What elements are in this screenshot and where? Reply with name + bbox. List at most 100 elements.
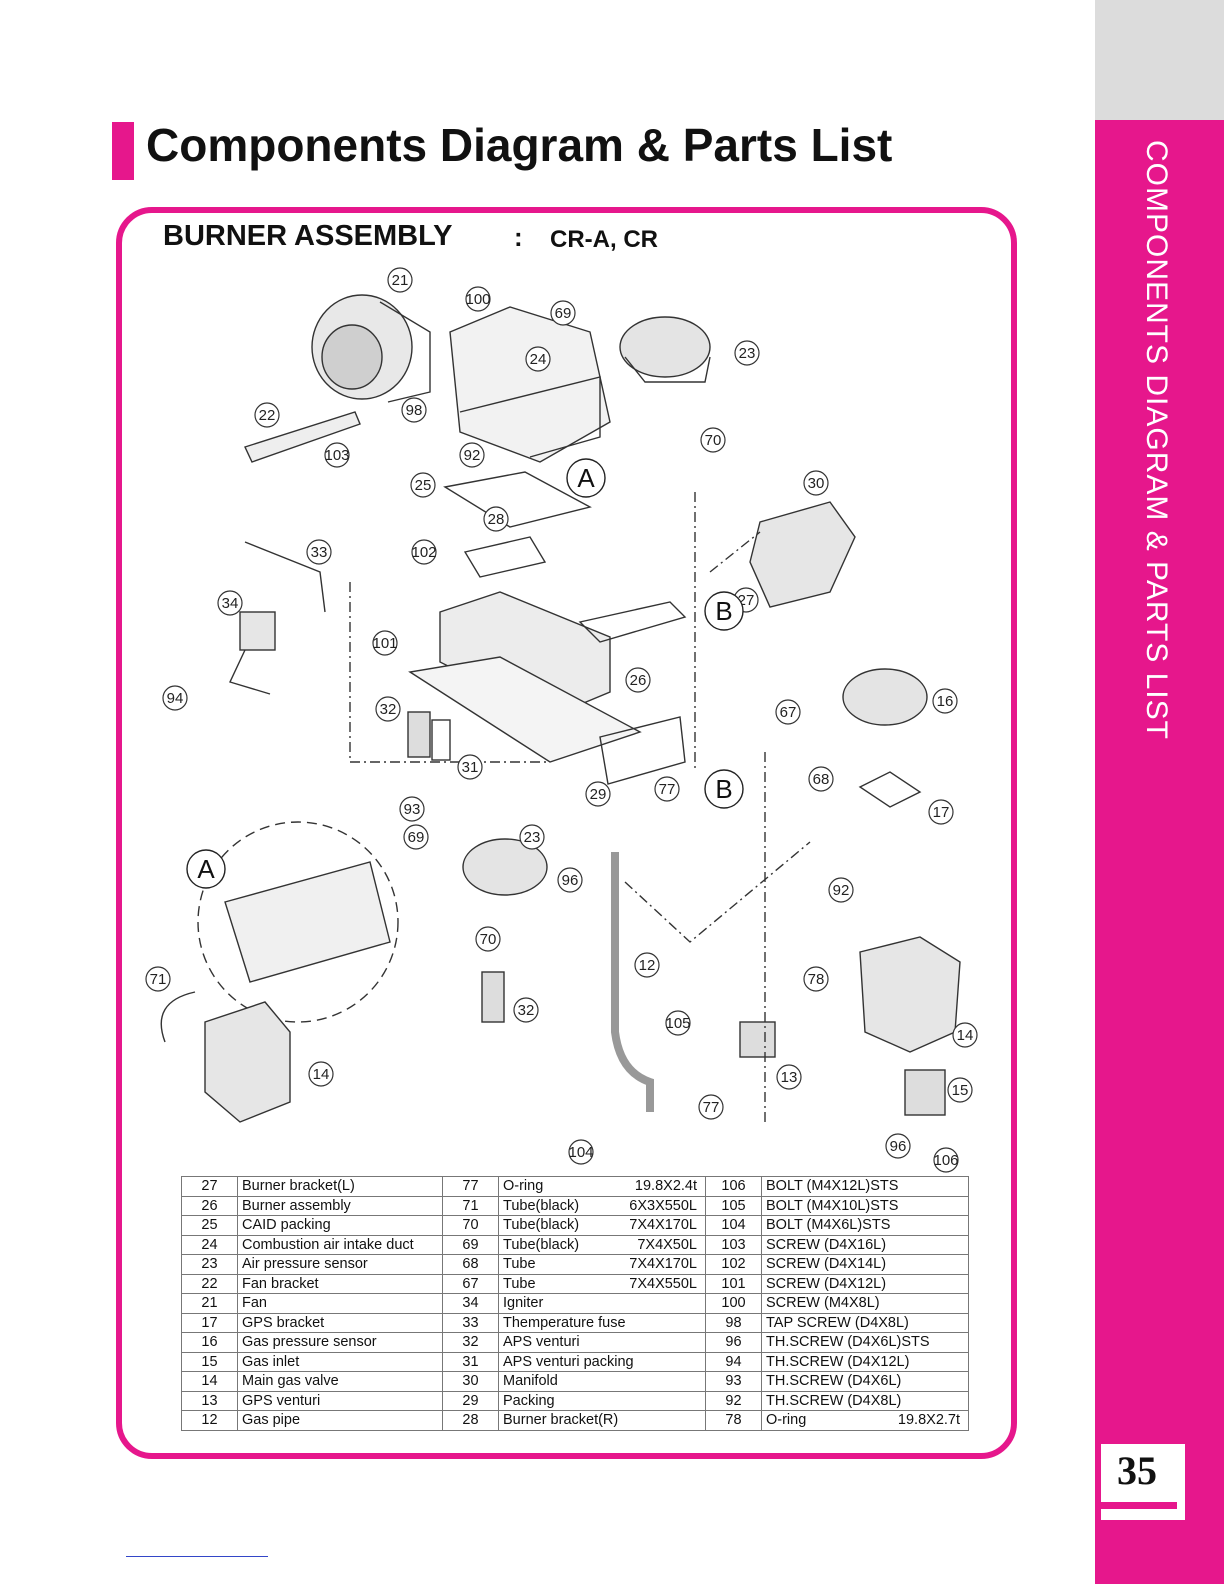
callout-label: 100 <box>465 291 490 308</box>
callout-label: 24 <box>530 351 547 368</box>
callout-70: 70 <box>475 926 501 952</box>
part-name: APS venturi packing <box>503 1353 634 1370</box>
page-title: Components Diagram & Parts List <box>146 119 893 171</box>
burner-bracket-l-drawing <box>578 601 687 643</box>
callout-28: 28 <box>483 506 509 532</box>
part-name: Burner bracket(R) <box>503 1412 619 1429</box>
callout-13: 13 <box>776 1064 802 1090</box>
callout-label: 105 <box>665 1015 690 1032</box>
part-number: 69 <box>442 1234 499 1255</box>
callout-label: 28 <box>488 511 505 528</box>
part-description: TH.SCREW (D4X8L) <box>761 1390 969 1411</box>
callout-label: 96 <box>562 872 579 889</box>
part-name: Air pressure sensor <box>242 1256 368 1273</box>
callout-67: 67 <box>775 699 801 725</box>
part-name: Fan <box>242 1295 267 1312</box>
side-label: COMPONENTS DIAGRAM & PARTS LIST <box>1140 140 1173 740</box>
part-number: 27 <box>181 1176 238 1197</box>
part-number: 28 <box>442 1410 499 1431</box>
part-name: Manifold <box>503 1373 558 1390</box>
callout-33: 33 <box>306 539 332 565</box>
part-number: 103 <box>705 1234 762 1255</box>
part-description: Manifold <box>498 1371 706 1392</box>
duct-frame-drawing <box>459 376 601 458</box>
part-name: Tube(black) <box>503 1217 580 1234</box>
fan-inlet-drawing <box>321 324 383 390</box>
detail-marker-label: B <box>715 774 732 804</box>
callout-label: 23 <box>739 345 756 362</box>
part-name: APS venturi <box>503 1334 580 1351</box>
part-name: CAID packing <box>242 1217 331 1234</box>
gas-pressure-sensor-drawing <box>842 668 928 726</box>
aps-venturi-drawing <box>407 711 431 758</box>
callout-circle <box>585 781 611 807</box>
part-number: 31 <box>442 1351 499 1372</box>
callout-label: 106 <box>933 1152 958 1169</box>
part-number: 24 <box>181 1234 238 1255</box>
callout-label: 98 <box>406 402 423 419</box>
gas-inlet-drawing <box>904 1069 946 1116</box>
callout-circle <box>401 397 427 423</box>
callout-15: 15 <box>947 1077 973 1103</box>
detail-marker-B: B <box>704 769 744 809</box>
part-description: Igniter <box>498 1293 706 1314</box>
callout-circle <box>254 402 280 428</box>
callout-label: 78 <box>808 971 825 988</box>
temperature-fuse-drawing <box>244 541 326 613</box>
callout-label: 101 <box>372 635 397 652</box>
callout-circle <box>776 1064 802 1090</box>
part-description: TH.SCREW (D4X6L)STS <box>761 1332 969 1353</box>
part-number: 16 <box>181 1332 238 1353</box>
part-number: 77 <box>442 1176 499 1197</box>
callout-circle <box>162 685 188 711</box>
part-description: APS venturi <box>498 1332 706 1353</box>
callout-77: 77 <box>654 776 680 802</box>
main-gas-valve-left-drawing <box>204 1001 291 1123</box>
callout-label: 14 <box>957 1027 974 1044</box>
callout-29: 29 <box>585 781 611 807</box>
part-spec: 7X4X170L <box>629 1217 697 1234</box>
callout-label: 30 <box>808 475 825 492</box>
part-number: 26 <box>181 1195 238 1216</box>
side-band <box>1095 120 1224 1584</box>
gas-pipe-drawing <box>611 852 654 1112</box>
part-spec: 7X4X50L <box>637 1236 697 1253</box>
part-description: Burner bracket(L) <box>237 1176 443 1197</box>
part-number: 67 <box>442 1273 499 1294</box>
main-gas-valve-right-drawing <box>859 936 961 1053</box>
callout-label: 16 <box>937 693 954 710</box>
callout-circle <box>519 824 545 850</box>
part-description: BOLT (M4X10L)STS <box>761 1195 969 1216</box>
part-name: Tube <box>503 1275 536 1292</box>
part-description: CAID packing <box>237 1215 443 1236</box>
part-name: BOLT (M4X12L)STS <box>766 1178 899 1195</box>
callout-circle <box>513 997 539 1023</box>
callout-label: 70 <box>705 432 722 449</box>
part-description: Main gas valve <box>237 1371 443 1392</box>
part-name: Gas inlet <box>242 1353 300 1370</box>
part-description: APS venturi packing <box>498 1351 706 1372</box>
part-name: O-ring <box>503 1178 544 1195</box>
part-name: Fan bracket <box>242 1275 319 1292</box>
part-name: Gas pressure sensor <box>242 1334 377 1351</box>
callout-circle <box>952 1022 978 1048</box>
callout-label: 29 <box>590 786 607 803</box>
part-number: 12 <box>181 1410 238 1431</box>
part-description: Packing <box>498 1390 706 1411</box>
section-colon: : <box>514 222 523 252</box>
part-name: Tube(black) <box>503 1236 580 1253</box>
callout-12: 12 <box>634 952 660 978</box>
part-name: Igniter <box>503 1295 544 1312</box>
callout-23: 23 <box>519 824 545 850</box>
detail-a-drawing <box>224 861 391 983</box>
callout-circle <box>932 688 958 714</box>
callout-23: 23 <box>734 340 760 366</box>
section-title: BURNER ASSEMBLY <box>163 220 453 252</box>
guide-line-1 <box>349 582 550 763</box>
side-band-top <box>1095 0 1224 120</box>
callout-label: 25 <box>415 477 432 494</box>
callout-label: 32 <box>380 701 397 718</box>
